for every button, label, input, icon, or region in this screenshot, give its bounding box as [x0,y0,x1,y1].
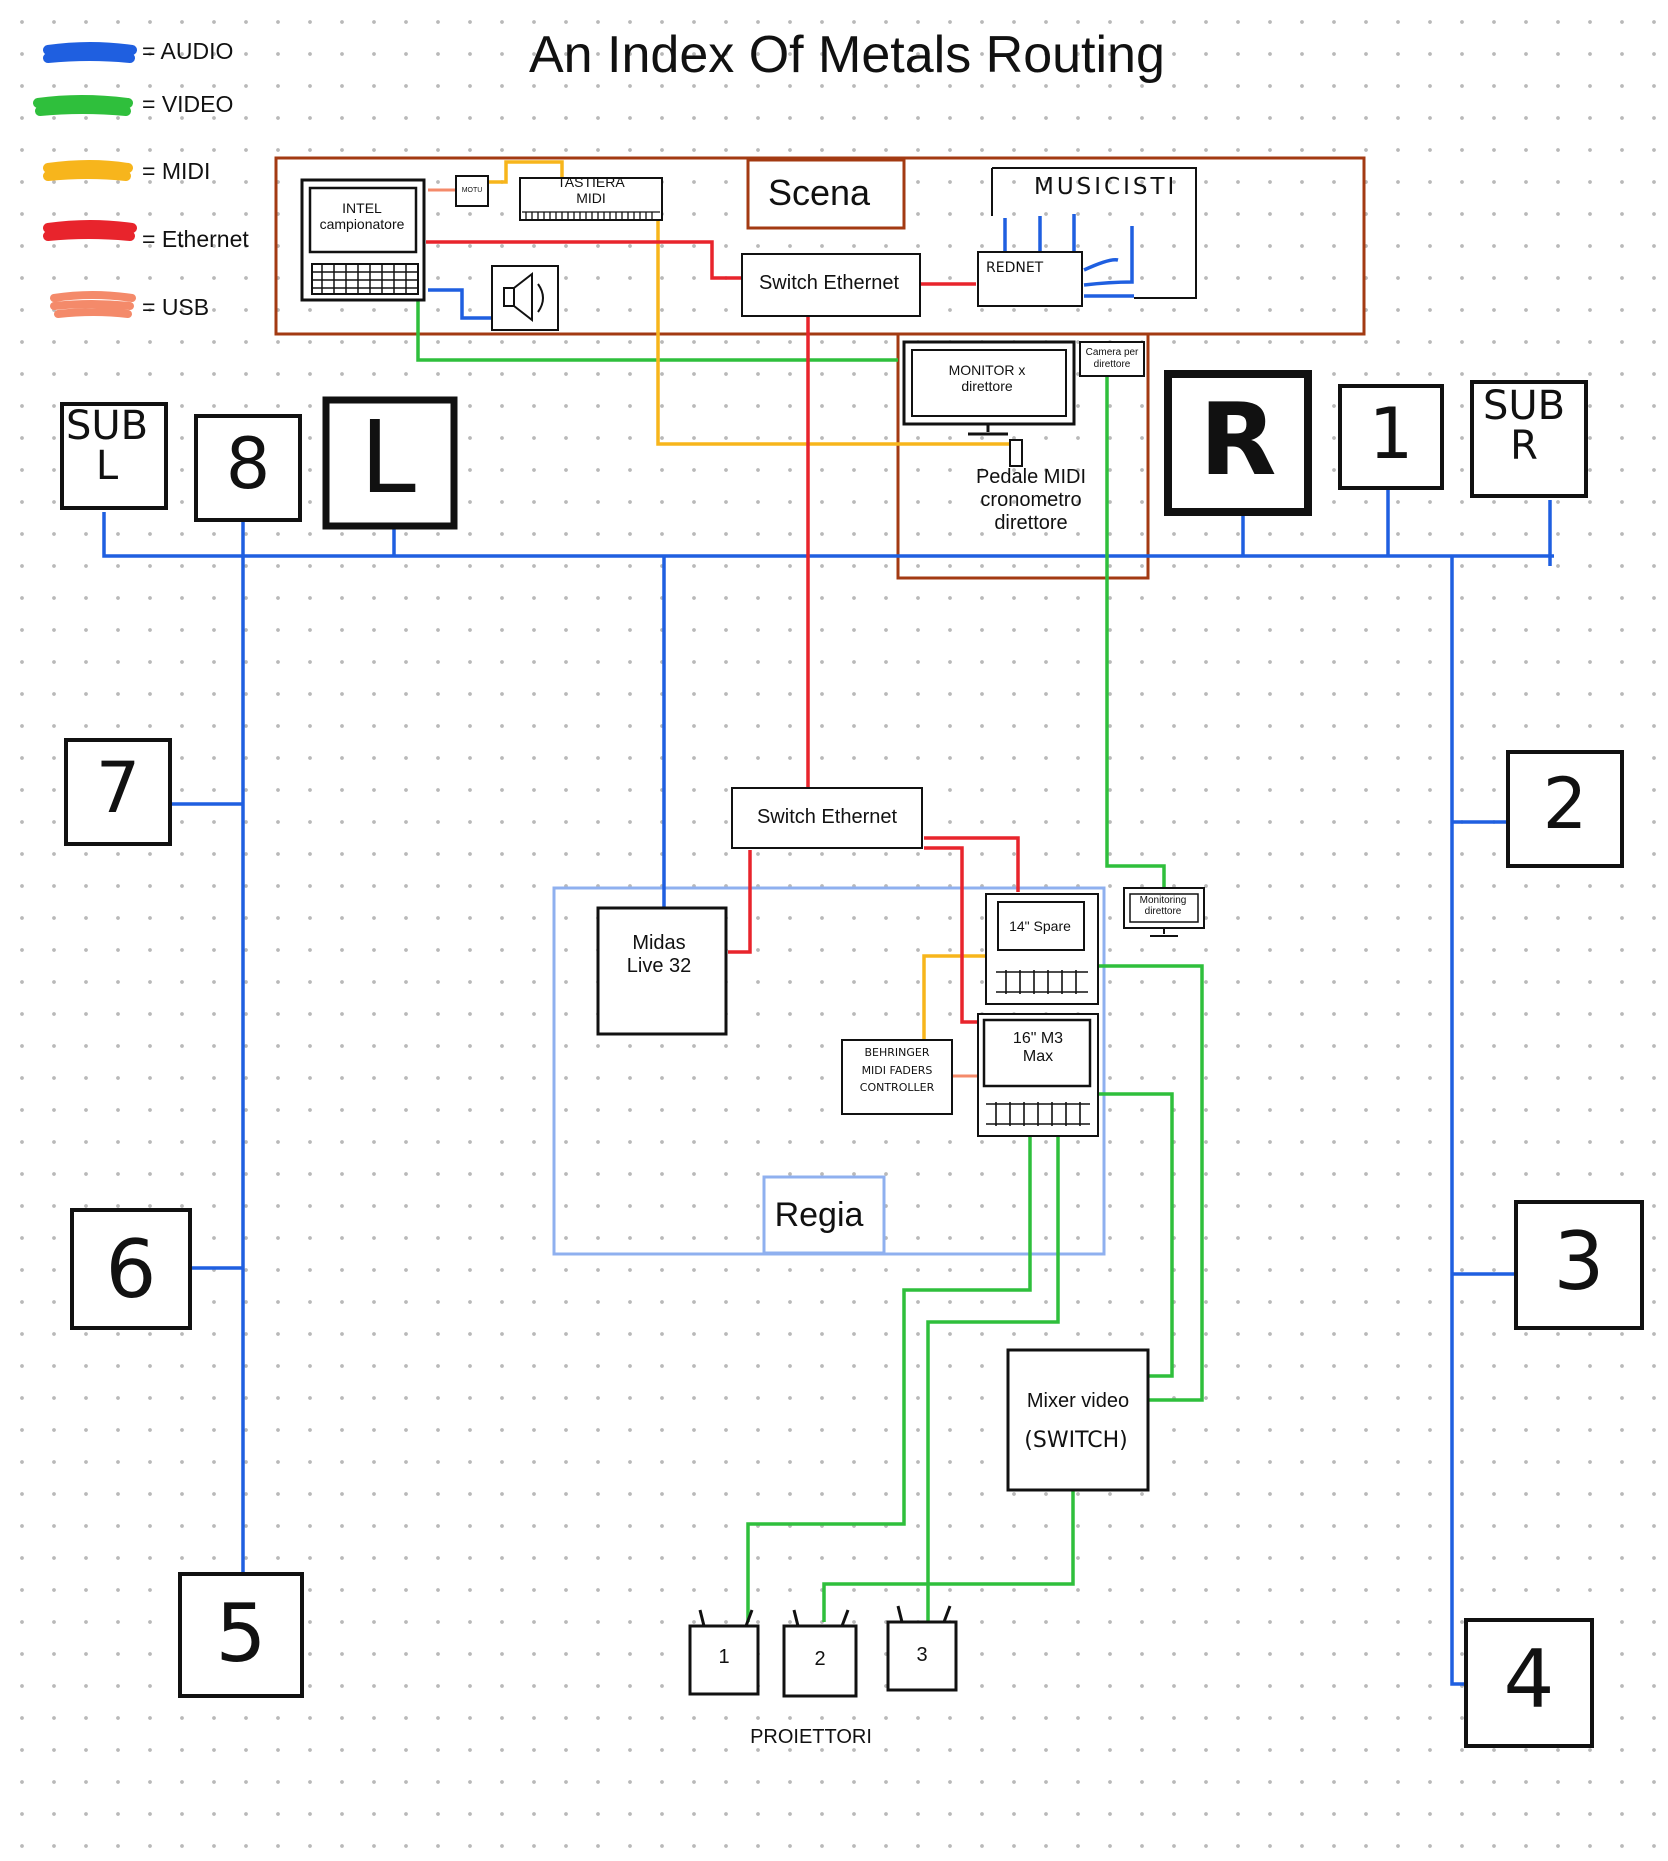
projector-3-label: 3 [916,1644,928,1666]
behringer-controller [841,1039,953,1115]
projector-3 [886,1620,958,1692]
audio-cables [102,214,1554,1686]
speaker-l-label: L [360,399,416,516]
scena-label: Scena [768,172,871,213]
projectors-label: PROIETTORI [750,1726,872,1748]
speaker-5-label: 5 [215,1587,267,1680]
laptop-spare [985,893,1099,1005]
legend-midi-swatch [43,160,133,181]
monitoring-director-screen [1123,887,1205,937]
legend-midi-label: = MIDI [142,158,211,184]
midas-console [596,906,728,1036]
director-monitor [902,340,1076,436]
monitoring-label: Monitoring direttore [1139,895,1187,917]
speaker-4-label: 4 [1503,1633,1555,1726]
speaker-8-label: 8 [225,423,271,505]
projector-2-label: 2 [814,1648,826,1670]
speaker-l [322,396,458,530]
video-mixer-box [1006,1348,1150,1492]
speaker-8 [194,414,302,522]
ethernet-cables [426,240,1020,1024]
legend-video-swatch [33,95,133,116]
midi-keyboard-label: TASTIERA MIDI [557,174,625,207]
speaker-7-label: 7 [95,747,141,829]
director-monitor-label: MONITOR x direttore [948,362,1026,395]
stage-switch-box [741,253,921,317]
speaker-r [1164,370,1312,516]
speaker-5 [178,1572,304,1698]
speaker-sub-r [1470,380,1588,498]
intel-computer-label: INTEL campionatore [319,200,405,233]
midi-pedal-icon [1009,439,1023,467]
legend-video-label: = VIDEO [142,91,234,117]
speaker-2-label: 2 [1542,763,1588,845]
speaker-2 [1506,750,1624,868]
rednet-box [977,251,1083,307]
laptop-main [977,1013,1099,1137]
director-camera [1079,341,1145,377]
speaker-4 [1464,1618,1594,1748]
director-area [896,332,1150,580]
musicians-label: MUSICISTI [1034,174,1178,200]
regia-label-box [762,1175,886,1255]
speaker-sub-l [60,402,168,510]
usb-cables [428,188,978,1078]
projector-1 [688,1624,760,1696]
midas-label: Midas Live 32 [626,932,692,977]
regia-label: Regia [774,1196,864,1234]
scena-area [274,156,1366,336]
legend-audio-swatch [43,42,137,63]
speaker-3 [1514,1200,1644,1330]
laptop-main-label: 16" M3 Max [1012,1030,1064,1066]
diagram-title: An Index Of Metals Routing [529,26,1165,84]
midi-pedal-label: Pedale MIDI cronometro direttore [975,466,1087,534]
intel-computer [300,178,426,302]
legend-ethernet-label: = Ethernet [142,226,249,252]
legend-swatches [33,42,137,318]
projector-2 [782,1624,858,1698]
speaker-6 [70,1208,192,1330]
legend-usb-swatch [50,291,136,318]
midi-keyboard [519,177,663,221]
legend-usb-label: = USB [142,294,210,320]
speaker-sub-l-label: SUB L [65,403,149,489]
regia-switch-box [731,787,923,849]
speaker-1 [1338,384,1444,490]
musicians-box [992,167,1197,299]
stage-speaker [491,265,559,331]
projector-1-label: 1 [718,1646,730,1668]
laptop-spare-label: 14" Spare [1009,918,1071,934]
legend-ethernet-swatch [43,220,137,241]
video-mixer-label: Mixer video [1026,1390,1130,1412]
behringer-label: BEHRINGER MIDI FADERS CONTROLLER [859,1046,935,1095]
director-camera-label: Camera per direttore [1085,347,1139,370]
speaker-sub-r-label: SUB R [1482,383,1566,469]
scena-label-box [746,158,906,230]
speaker-r-label: R [1199,381,1277,498]
video-mixer-sub-label: (SWITCH) [1024,1428,1128,1453]
video-cables [416,300,1204,1622]
projector-boxes [688,1605,958,1698]
motu-interface [455,175,489,207]
speaker-boxes [60,370,1644,1748]
stage-switch-label: Switch Ethernet [758,272,900,294]
motu-label: MOTU [461,187,483,194]
rednet-label: REDNET [986,260,1044,276]
legend-audio-label: = AUDIO [142,38,234,64]
speaker-1-label: 1 [1368,393,1414,475]
speaker-6-label: 6 [105,1223,157,1316]
regia-switch-label: Switch Ethernet [756,806,898,828]
speaker-7 [64,738,172,846]
speaker-3-label: 3 [1553,1215,1605,1308]
